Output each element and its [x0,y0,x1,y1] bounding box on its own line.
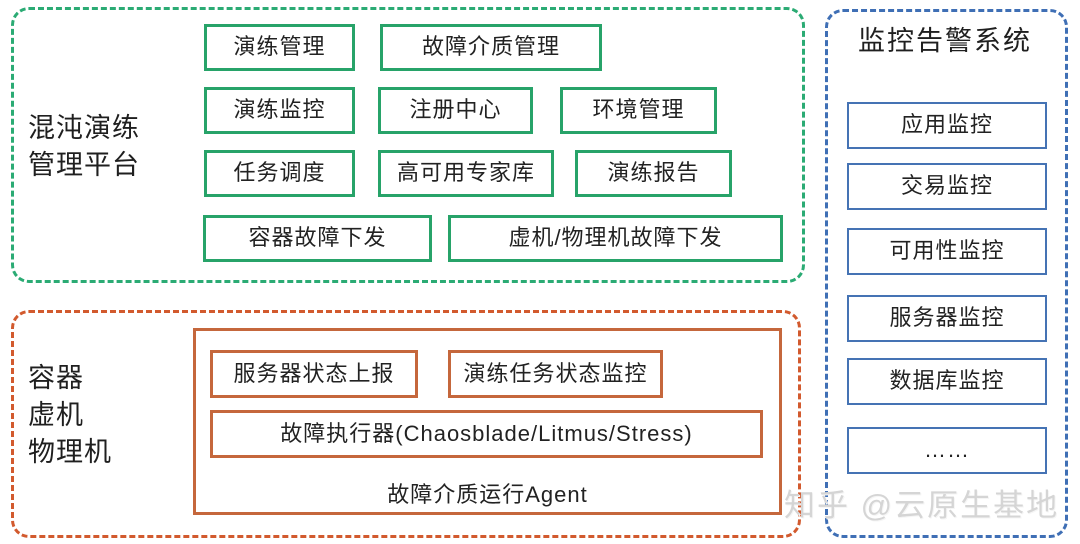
chaos-platform-label-line1: 混沌演练 [28,113,140,143]
monitoring-system-group [825,9,1068,538]
host-layer-group [11,310,801,538]
host-layer-label-line1: 容器 [28,363,84,393]
module-server-status-report: 服务器状态上报 [210,350,418,398]
fault-media-agent-caption: 故障介质运行Agent [387,482,588,507]
module-container-fault-injection: 容器故障下发 [203,215,432,262]
module-transaction-monitoring: 交易监控 [847,163,1047,210]
module-registry-center: 注册中心 [378,87,533,134]
module-fault-executor: 故障执行器(Chaosblade/Litmus/Stress) [210,410,763,458]
monitoring-system-title: 监控告警系统 [858,26,1032,56]
host-layer-label-line3: 物理机 [28,437,112,467]
module-availability-monitoring: 可用性监控 [847,228,1047,275]
module-app-monitoring: 应用监控 [847,102,1047,149]
module-ha-expert-library: 高可用专家库 [378,150,554,197]
module-server-monitoring: 服务器监控 [847,295,1047,342]
module-drill-monitoring: 演练监控 [204,87,355,134]
chaos-platform-group [11,7,805,283]
module-drill-task-status-monitor: 演练任务状态监控 [448,350,663,398]
chaos-platform-label-line2: 管理平台 [28,150,140,180]
module-vm-physical-fault-injection: 虚机/物理机故障下发 [448,215,783,262]
module-fault-media-management: 故障介质管理 [380,24,602,71]
host-layer-label: 容器 虚机 物理机 [28,360,112,471]
module-more-ellipsis: …… [847,427,1047,474]
host-layer-label-line2: 虚机 [28,400,84,430]
module-drill-report: 演练报告 [575,150,732,197]
chaos-platform-label: 混沌演练 管理平台 [28,110,140,184]
module-database-monitoring: 数据库监控 [847,358,1047,405]
module-drill-management: 演练管理 [204,24,355,71]
zhihu-watermark: 知乎 @云原生基地 [784,488,1060,523]
module-environment-management: 环境管理 [560,87,717,134]
module-task-scheduling: 任务调度 [204,150,355,197]
